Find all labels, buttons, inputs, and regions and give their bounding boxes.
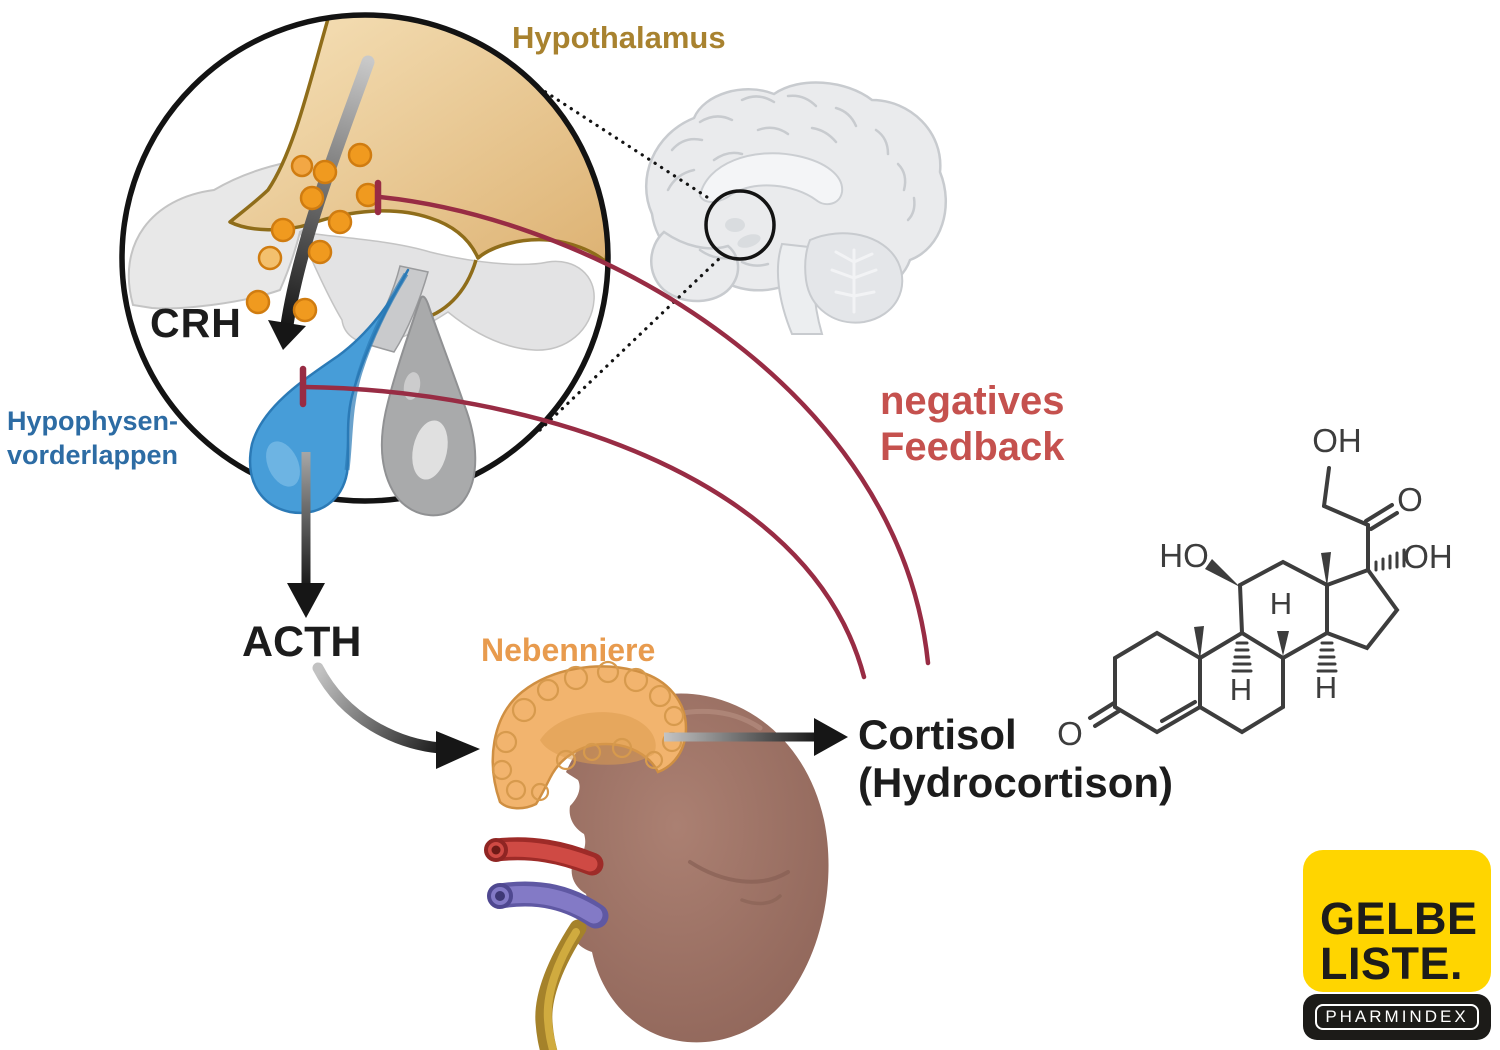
crh-dots (245, 142, 381, 323)
cortisol-molecule (1088, 466, 1406, 735)
kidney-illustration (484, 660, 829, 1050)
feedback-label-line2: Feedback (880, 425, 1065, 469)
atom-label-oh-top: OH (1312, 422, 1362, 459)
pharmindex-logo-bar: PHARMINDEX (1303, 994, 1491, 1040)
hypothalamus-shape (228, 15, 608, 264)
inset-circle (119, 12, 611, 517)
pituitary-posterior-lobe (380, 295, 477, 517)
atom-label-oh-right: OH (1403, 538, 1453, 575)
negative-feedback-lines (299, 179, 931, 680)
adrenal-label: Nebenniere (481, 632, 656, 668)
magnifier-circle (704, 189, 776, 261)
atom-label-h-ring-b-right: H (1314, 670, 1338, 705)
pituitary-label-line2: vorderlappen (6, 440, 179, 470)
feedback-curve-to-pituitary (302, 384, 867, 680)
pituitary-label-line1: Hypophysen- (6, 406, 179, 436)
renal-artery (484, 837, 604, 876)
atom-label-o-ketone: O (1057, 715, 1083, 752)
logo-line1: GELBE (1320, 893, 1478, 944)
atom-label-ho-left: HO (1159, 537, 1209, 574)
cortisol-label: Cortisol (Hydrocortison) (858, 711, 1198, 807)
gelbe-liste-logo: GELBE LISTE. PHARMINDEX (1303, 850, 1491, 1040)
atom-label-h-ring-c: H (1269, 586, 1293, 621)
ureter (535, 919, 587, 1050)
hypothalamus-label: Hypothalamus (512, 20, 726, 55)
negative-feedback-label: negatives Feedback (880, 378, 1120, 470)
pituitary-label: Hypophysen- vorderlappen (0, 404, 185, 472)
feedback-label-line1: negatives (880, 379, 1065, 423)
cortisol-label-line1: Cortisol (858, 711, 1017, 758)
acth-arrow (287, 452, 325, 618)
logo-line2: LISTE. (1320, 938, 1464, 989)
cortisol-label-line2: (Hydrocortison) (858, 759, 1173, 806)
pharmindex-logo-text: PHARMINDEX (1315, 1004, 1479, 1030)
acth-to-adrenal-arrow (312, 662, 480, 769)
cortisol-arrow (664, 718, 848, 756)
acth-label: ACTH (242, 618, 362, 666)
pituitary-anterior-lobe (248, 268, 410, 515)
feedback-curve-to-hypothalamus (377, 194, 931, 666)
atom-label-h-ring-b-left: H (1229, 672, 1253, 707)
gelbe-liste-logo-yellow-box: GELBE LISTE. (1303, 850, 1491, 992)
crh-label: CRH (150, 300, 242, 346)
atom-label-o-side-chain: O (1397, 481, 1423, 518)
brain-illustration (644, 81, 948, 335)
adrenal-gland-illustration (491, 660, 688, 810)
renal-vein (487, 881, 609, 929)
